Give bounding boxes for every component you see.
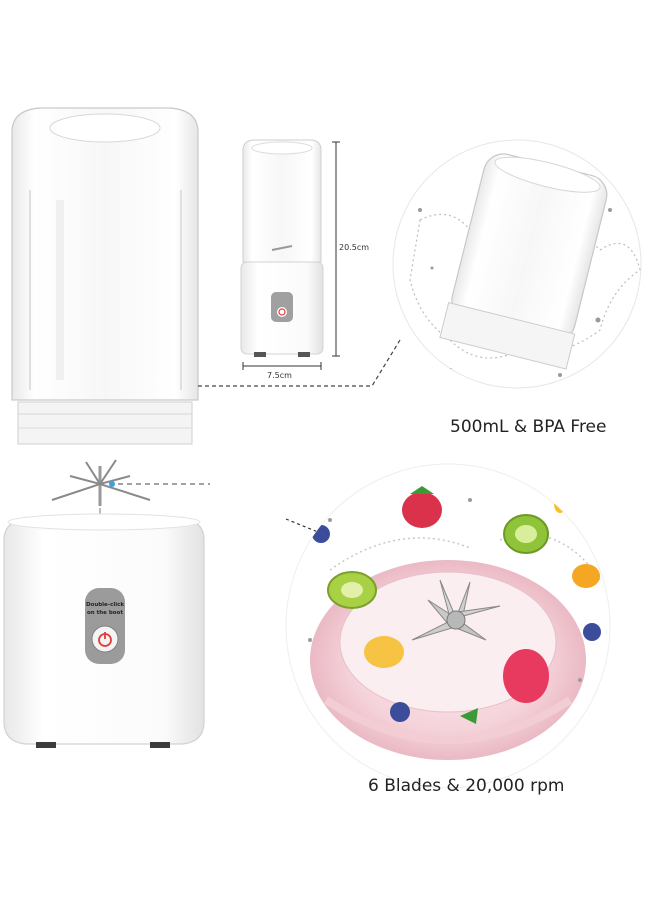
blade-pointer [285,518,319,533]
blade-cross [411,579,501,641]
cup-splash-detail [392,139,642,389]
blades-fruit-detail [285,463,611,789]
width-dimension-label: 7.5cm [267,371,292,380]
blades-caption: 6 Blades & 20,000 rpm [368,776,565,796]
button-label-line2: on the boot [87,610,123,616]
blender-base: Double-click on the boot [3,513,205,748]
button-label-line1: Double-click [86,602,124,608]
blade-assembly [51,459,151,516]
large-cup [11,107,199,445]
small-blender [240,139,340,370]
dashed-connector [198,339,401,387]
height-dimension-label: 20.5cm [339,243,370,252]
capacity-caption: 500mL & BPA Free [450,417,607,437]
